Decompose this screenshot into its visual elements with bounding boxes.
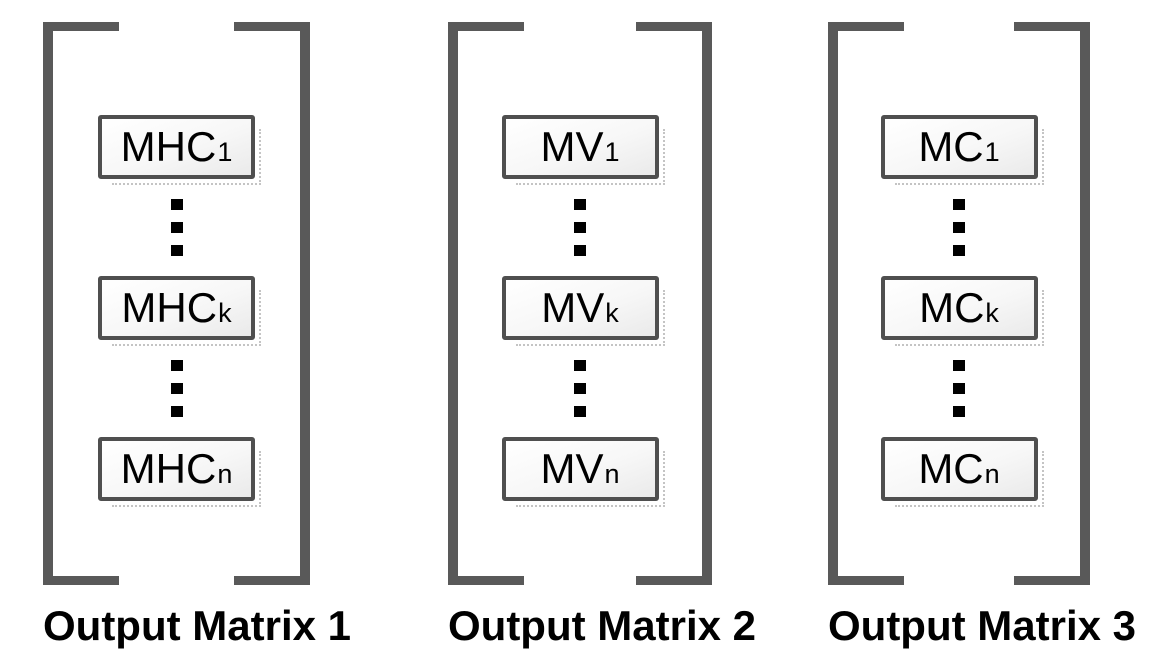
vertical-ellipsis-icon <box>953 360 965 417</box>
vertical-ellipsis-icon <box>574 199 586 256</box>
right-bracket-icon <box>1014 22 1090 585</box>
cell-subscript: n <box>604 459 620 489</box>
cell-label: MV <box>541 284 605 331</box>
matrix-2-caption: Output Matrix 2 <box>448 602 757 649</box>
left-bracket-icon <box>43 22 119 585</box>
cell-label: MHC <box>121 284 218 331</box>
cell-subscript: 1 <box>604 137 620 167</box>
vertical-ellipsis-icon <box>953 199 965 256</box>
vertical-ellipsis-icon <box>574 360 586 417</box>
cell-label: MV <box>540 445 604 492</box>
cell-subscript: 1 <box>984 137 1000 167</box>
cell-subscript: n <box>217 459 233 489</box>
vertical-ellipsis-icon <box>170 360 183 417</box>
right-bracket-icon <box>234 22 310 585</box>
cell-subscript: k <box>218 298 232 328</box>
cell-subscript: 1 <box>217 137 233 167</box>
cell-label: MHC <box>120 123 217 170</box>
cell-label: MHC <box>120 445 217 492</box>
cell-subscript: k <box>605 298 619 328</box>
left-bracket-icon <box>828 22 904 585</box>
matrix-1-caption: Output Matrix 1 <box>43 602 352 649</box>
cell-label: MC <box>918 123 984 170</box>
cell-subscript: k <box>985 298 999 328</box>
right-bracket-icon <box>636 22 712 585</box>
cell-subscript: n <box>984 459 1000 489</box>
cell-label: MC <box>918 445 984 492</box>
cell-label: MV <box>540 123 604 170</box>
vertical-ellipsis-icon <box>170 199 183 256</box>
cell-label: MC <box>919 284 985 331</box>
matrix-3-caption: Output Matrix 3 <box>828 602 1137 649</box>
left-bracket-icon <box>448 22 524 585</box>
